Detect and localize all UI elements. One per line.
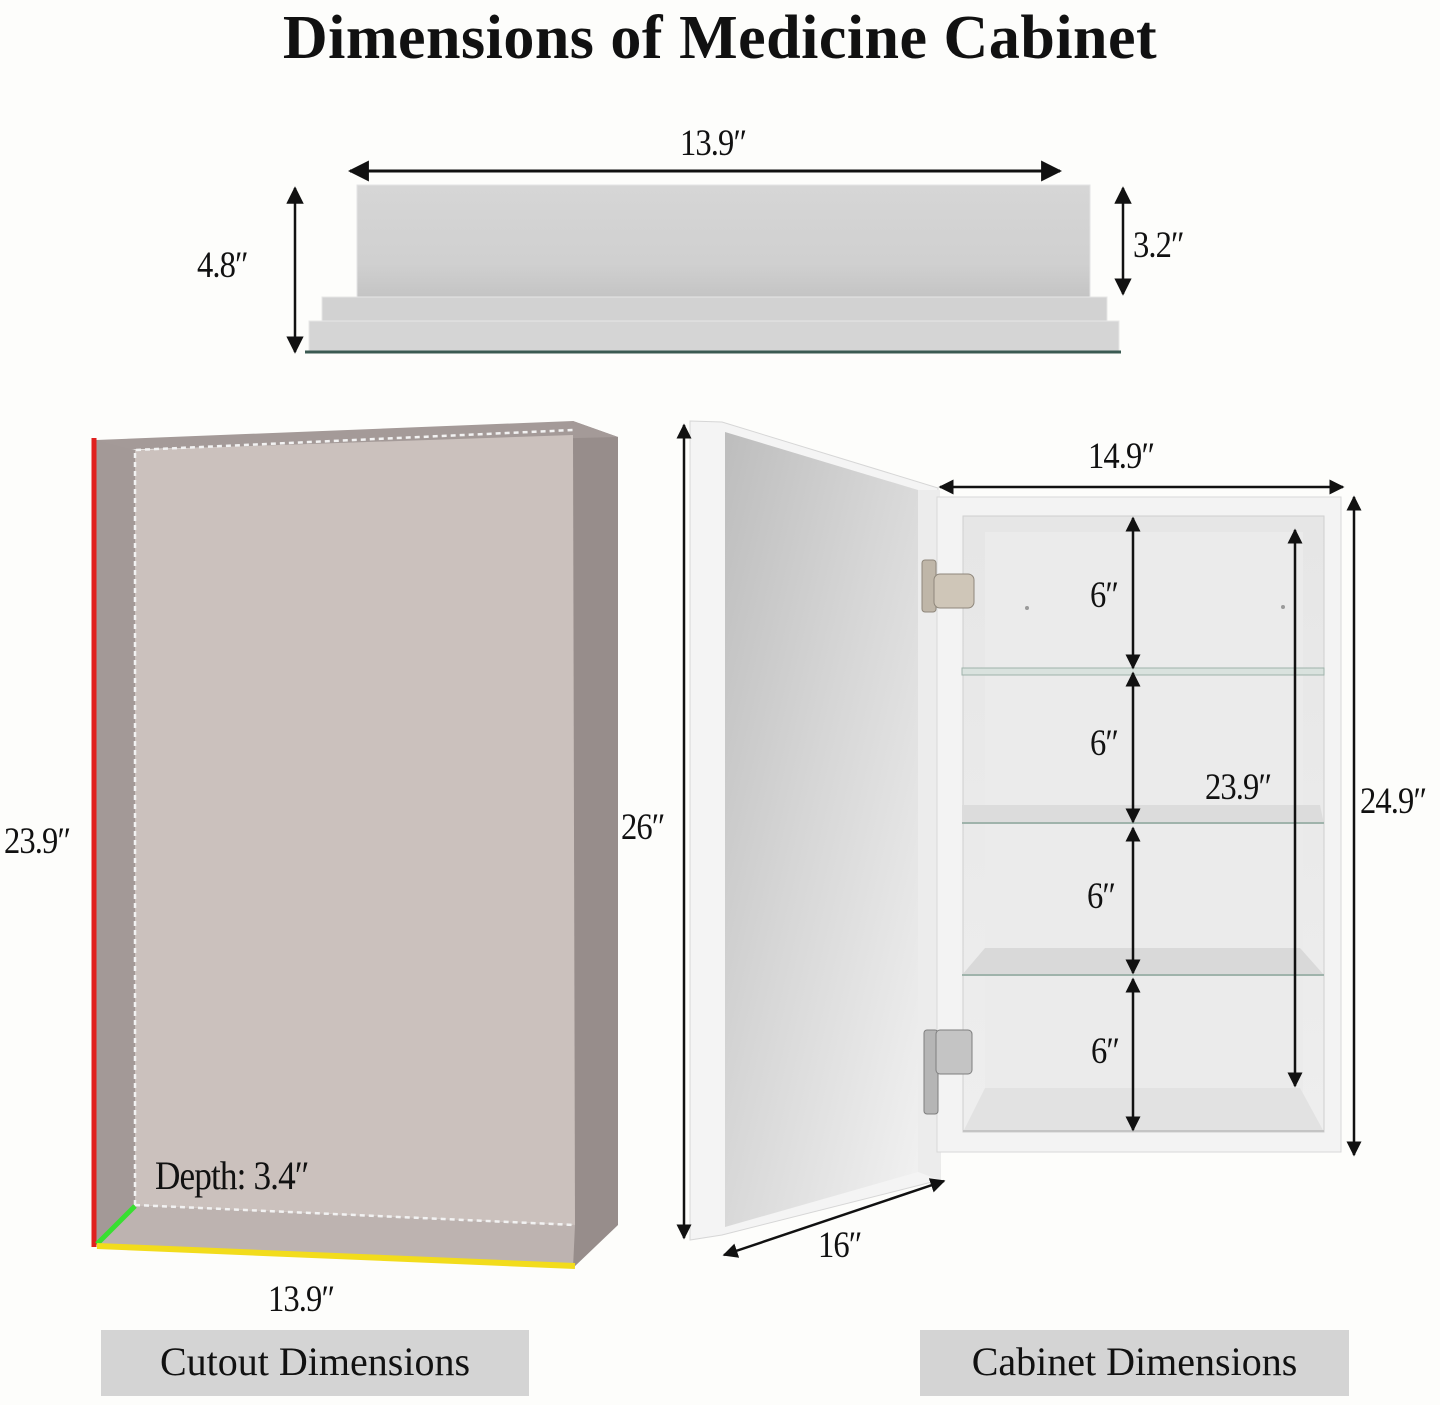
body-width-label: 14.9″ bbox=[1088, 436, 1155, 477]
interior-height-label: 23.9″ bbox=[1205, 767, 1272, 808]
top-width-label: 13.9″ bbox=[680, 123, 747, 164]
cabinet-caption: Cabinet Dimensions bbox=[920, 1330, 1349, 1396]
top-total-depth-label: 4.8″ bbox=[197, 245, 249, 286]
top-box-depth-label: 3.2″ bbox=[1133, 225, 1185, 266]
shelf-spacing-label-1: 6″ bbox=[1090, 575, 1119, 616]
shelf-spacing-label-4: 6″ bbox=[1091, 1031, 1120, 1072]
shelf-spacing-label-2: 6″ bbox=[1090, 723, 1119, 764]
hinge-bottom-icon bbox=[923, 1029, 973, 1115]
cutout-height-label: 23.9″ bbox=[4, 821, 71, 862]
cutout-depth-label: Depth: 3.4″ bbox=[155, 1153, 309, 1198]
door-height-label: 26″ bbox=[621, 807, 665, 848]
cutout-width-label: 13.9″ bbox=[268, 1279, 335, 1320]
hinge-top-icon bbox=[921, 559, 975, 613]
door-width-label: 16″ bbox=[818, 1225, 862, 1266]
body-height-label: 24.9″ bbox=[1360, 781, 1427, 822]
shelf-spacing-label-3: 6″ bbox=[1087, 876, 1116, 917]
cutout-caption: Cutout Dimensions bbox=[101, 1330, 529, 1396]
page-title: Dimensions of Medicine Cabinet bbox=[282, 4, 1158, 72]
